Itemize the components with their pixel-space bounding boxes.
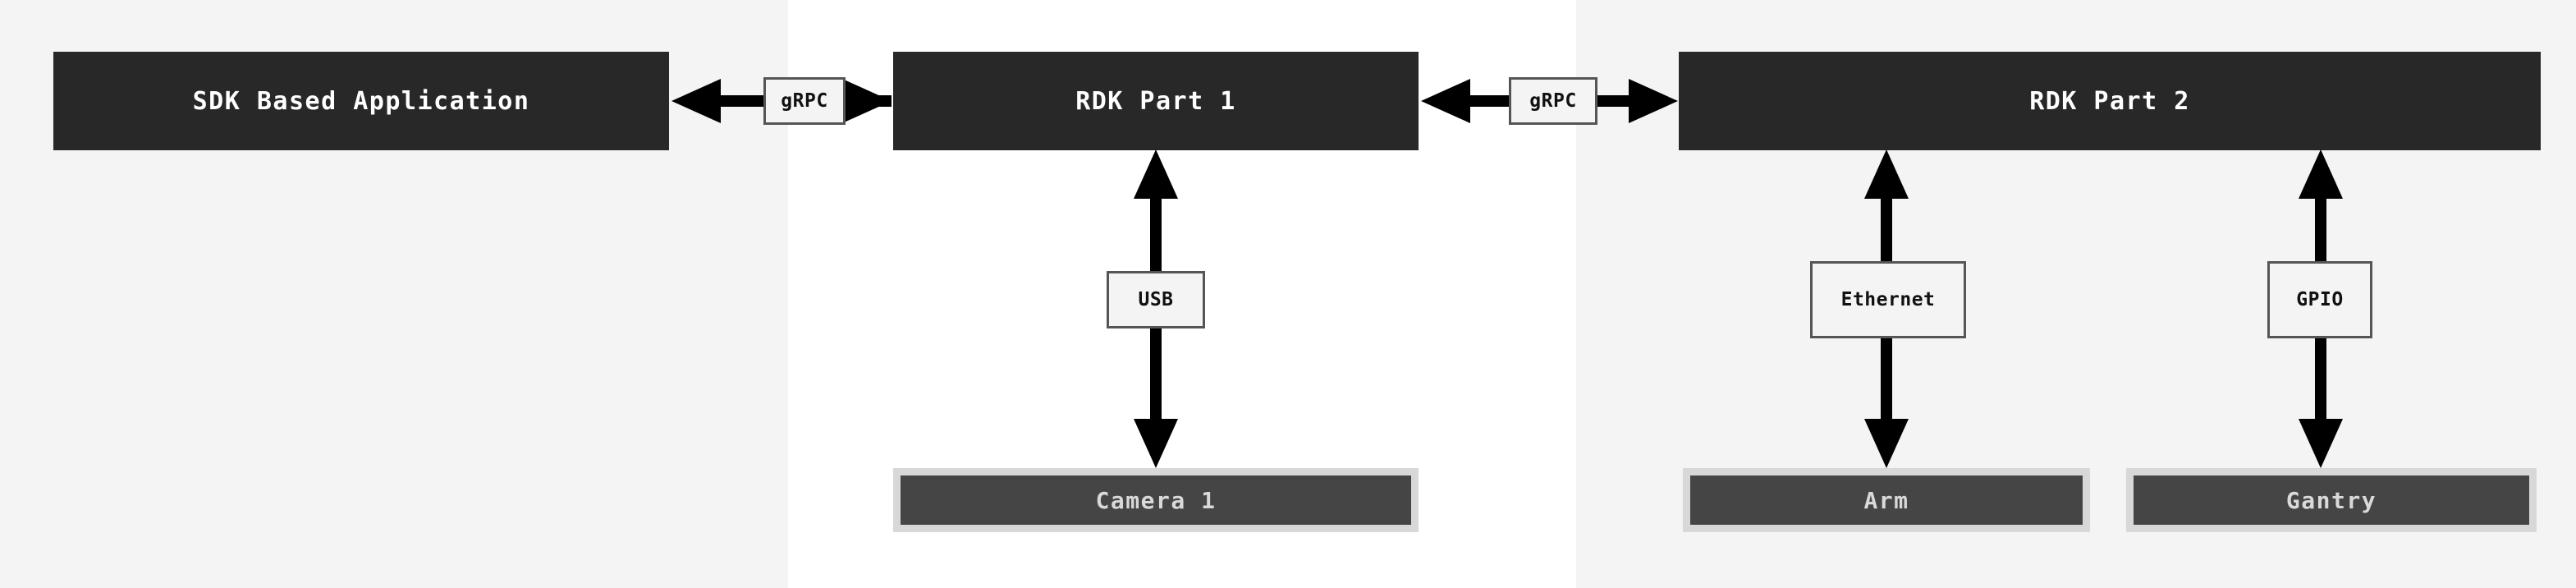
link-label-grpc-right[interactable]: gRPC [1509,77,1597,125]
node-label: SDK Based Application [192,86,530,116]
link-label-gpio[interactable]: GPIO [2267,261,2372,338]
node-gantry[interactable]: Gantry [2126,468,2537,532]
link-label-text: Ethernet [1840,289,1936,310]
node-label: RDK Part 1 [1075,86,1236,116]
node-camera-1[interactable]: Camera 1 [893,468,1419,532]
node-label: Gantry [2285,486,2377,514]
link-label-text: gRPC [1529,90,1577,112]
link-label-grpc-left[interactable]: gRPC [763,77,846,125]
node-label: RDK Part 2 [2029,86,2190,116]
link-label-text: USB [1138,289,1174,310]
link-label-text: GPIO [2296,289,2344,310]
node-rdk-part-2[interactable]: RDK Part 2 [1679,52,2541,150]
node-sdk-based-application[interactable]: SDK Based Application [53,52,669,150]
node-label: Camera 1 [1095,486,1217,514]
node-arm[interactable]: Arm [1683,468,2090,532]
node-label: Arm [1863,486,1909,514]
link-label-usb[interactable]: USB [1107,271,1205,328]
node-rdk-part-1[interactable]: RDK Part 1 [893,52,1419,150]
link-label-ethernet[interactable]: Ethernet [1810,261,1966,338]
link-label-text: gRPC [781,90,828,112]
